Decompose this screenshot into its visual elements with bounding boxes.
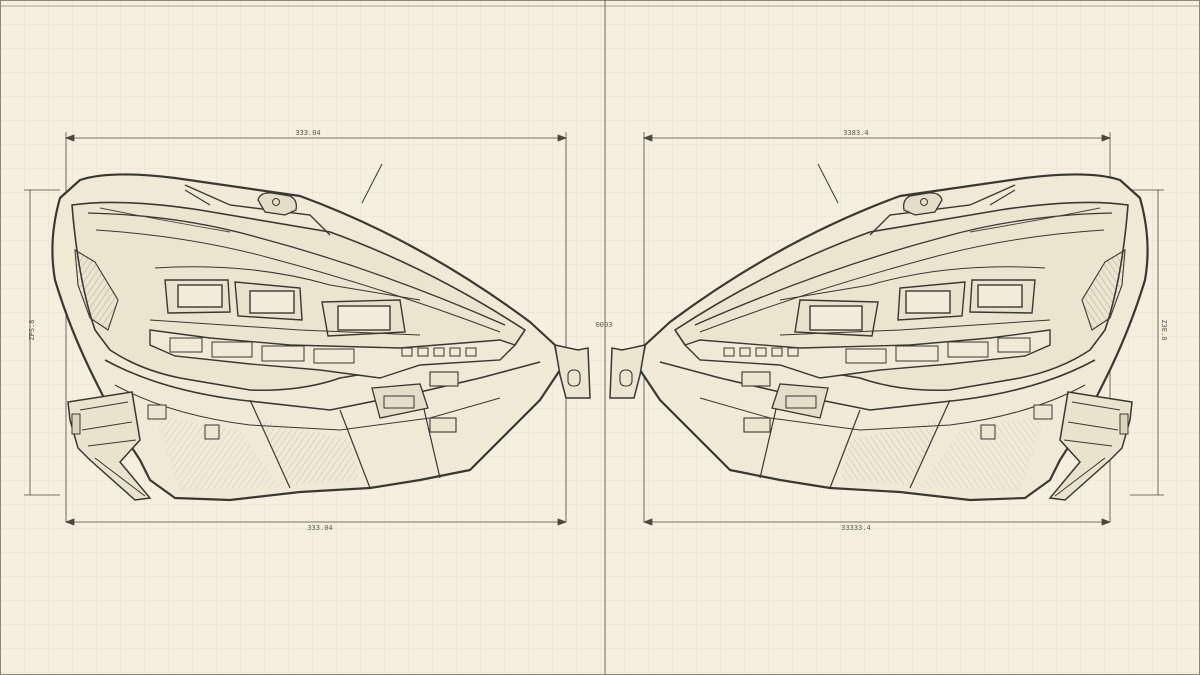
left-dimension-lines xyxy=(24,132,568,526)
left-top-dimension: 333.04 xyxy=(295,129,320,137)
left-bottom-dimension: 333.04 xyxy=(307,524,332,532)
right-bottom-dimension: 33333.4 xyxy=(841,524,871,532)
right-headlamp-view: 3383.4 33333.4 Z3E.8 xyxy=(608,129,1168,532)
right-top-dimension: 3383.4 xyxy=(843,129,868,137)
right-side-dimension: Z3E.8 xyxy=(1160,319,1168,340)
left-headlamp-view: 333.04 333.04 ZPS.8 xyxy=(24,129,592,532)
center-label: 0003 xyxy=(596,321,613,329)
left-side-dimension: ZPS.8 xyxy=(28,319,36,340)
right-dimension-lines xyxy=(642,132,1164,526)
